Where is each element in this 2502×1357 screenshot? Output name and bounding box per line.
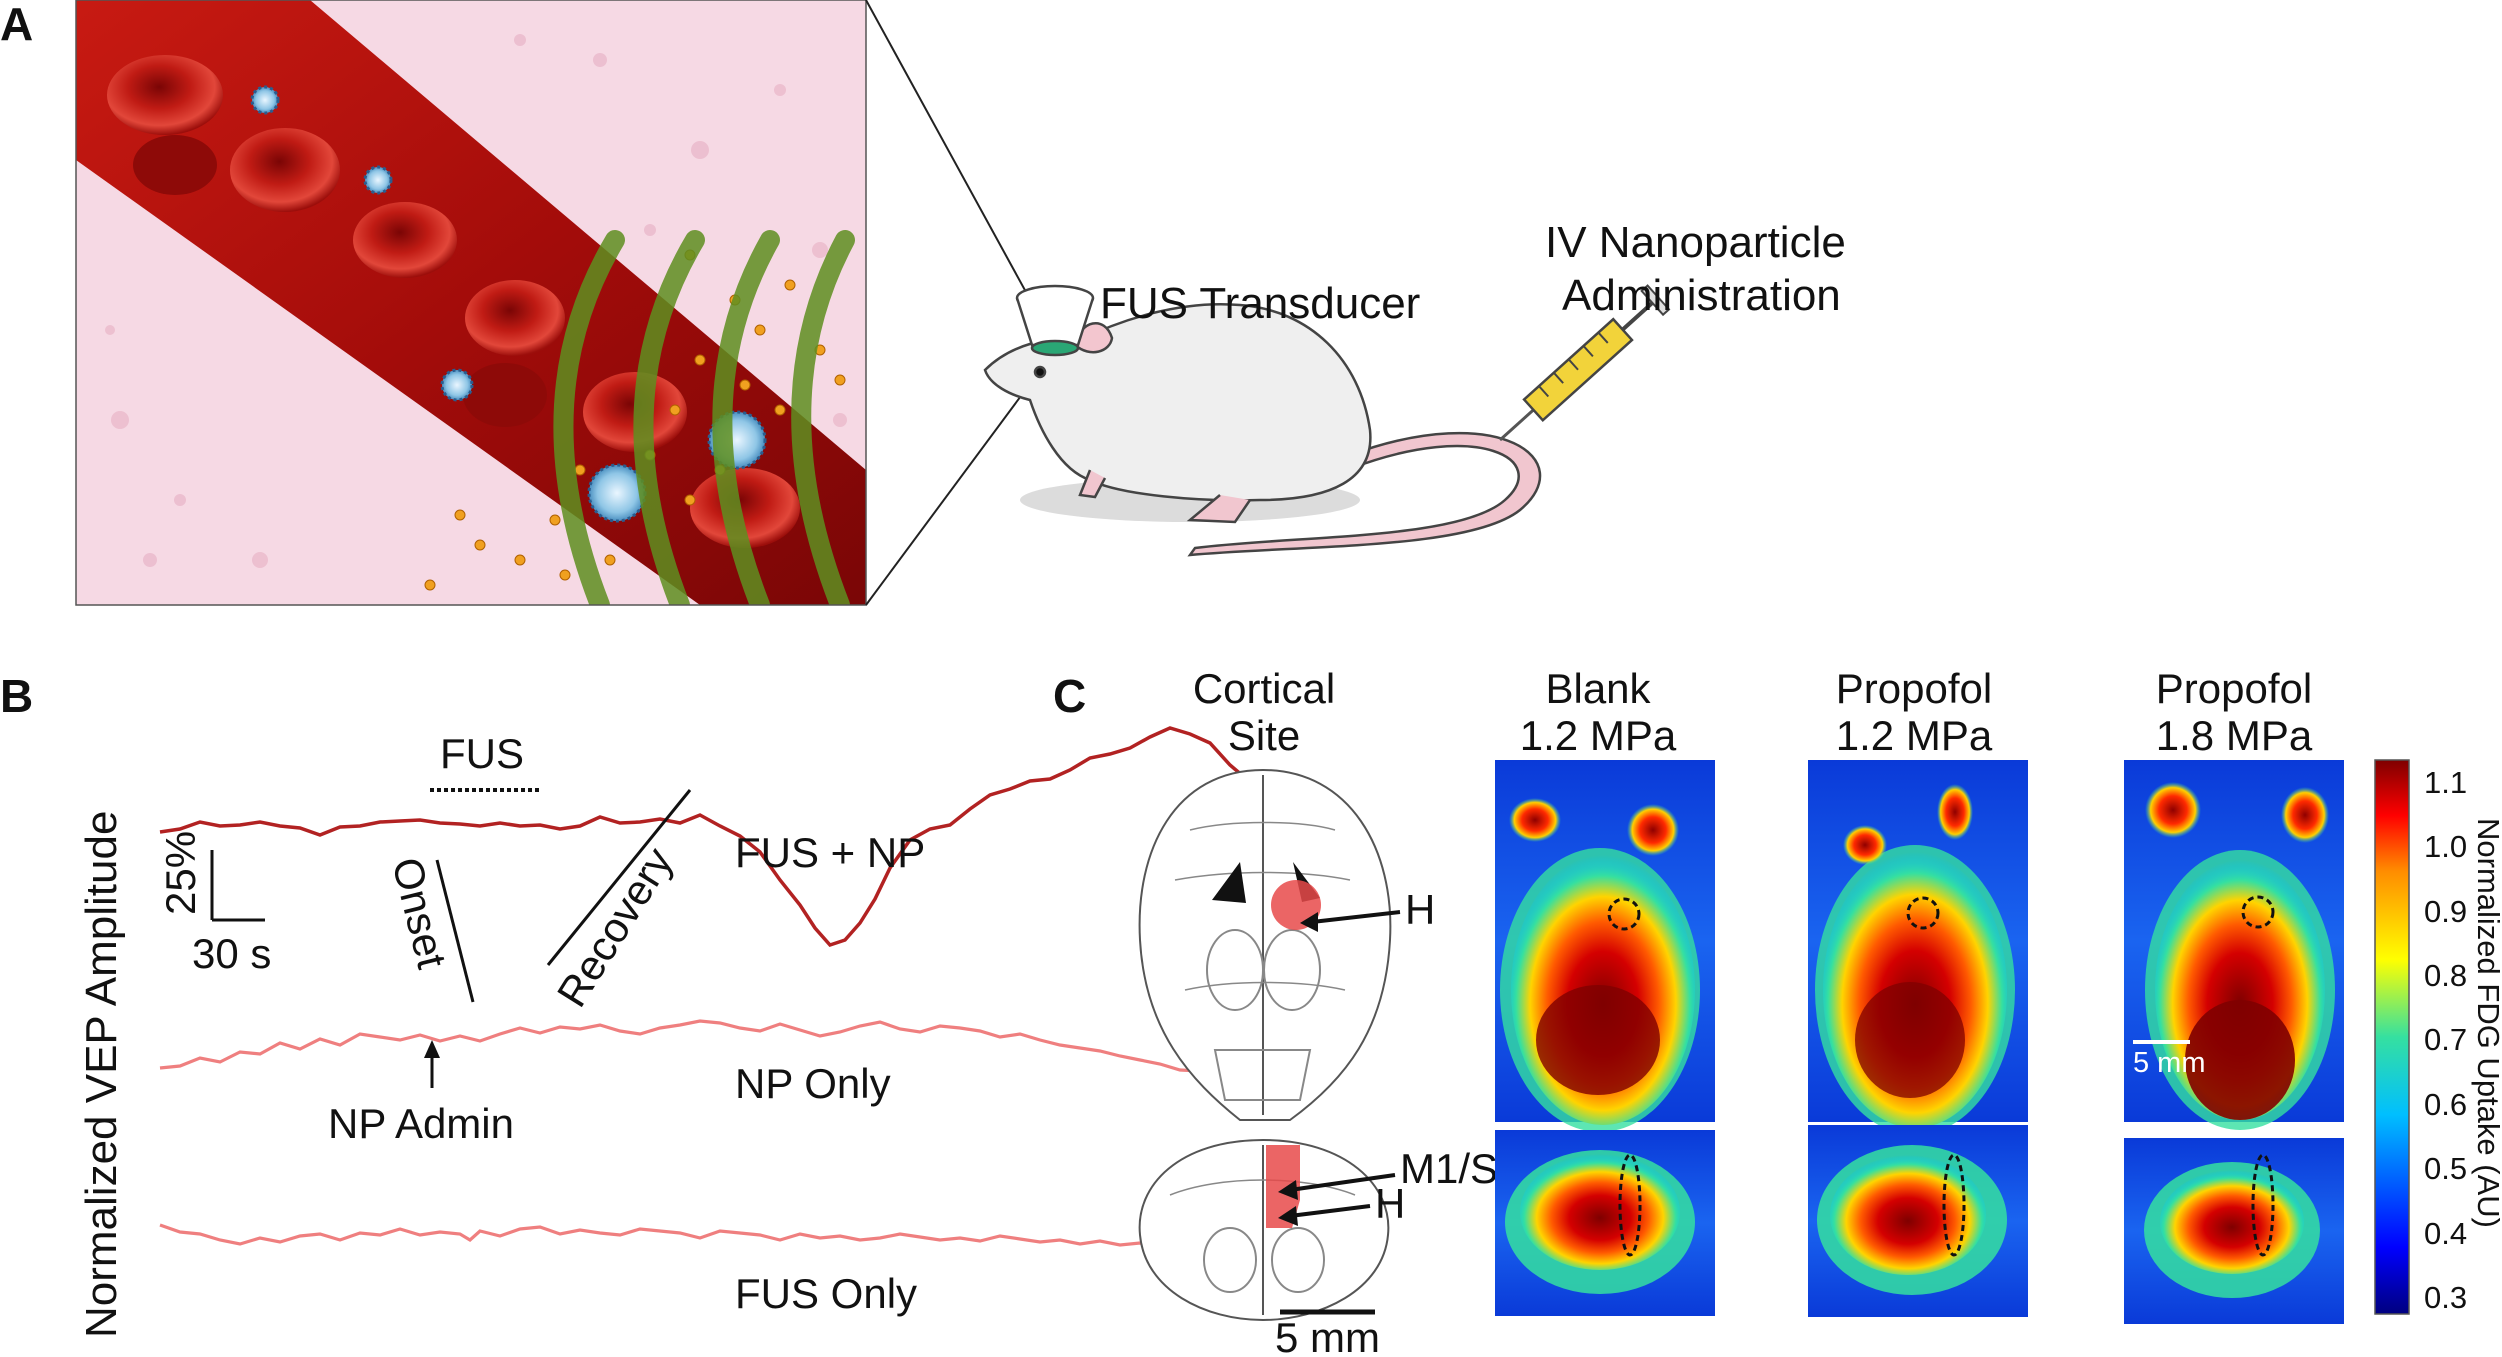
- trace-label-fus-np: FUS + NP: [735, 829, 925, 876]
- np-admin-label: NP Admin: [328, 1100, 514, 1147]
- rat-illustration: [983, 303, 1542, 557]
- panel-label-a: A: [0, 0, 33, 50]
- pet-horizontal-propofol-18: 5 mm: [2124, 760, 2344, 1130]
- trace-label-fus-only: FUS Only: [735, 1270, 917, 1317]
- column-title-1-line1: Blank: [1545, 665, 1651, 712]
- rat-front-paw: [1078, 469, 1107, 499]
- colorbar-tick-label: 0.5: [2424, 1151, 2467, 1186]
- column-title-1-line2: 1.2 MPa: [1520, 712, 1677, 759]
- atlas-arrow-h2: [1289, 1204, 1371, 1218]
- colorbar: [2374, 759, 2410, 1315]
- rat-tail: [1187, 431, 1542, 557]
- atlas-marker-h: H: [1405, 886, 1435, 933]
- atlas-target-m1s1: [1266, 1145, 1300, 1228]
- column-title-3-line2: 1.8 MPa: [2156, 712, 2313, 759]
- rat-eye: [1033, 365, 1047, 379]
- roi-circle: [1607, 897, 1641, 931]
- atlas-ventricle-left: [1212, 862, 1246, 903]
- scale-time-label: 30 s: [192, 930, 271, 977]
- colorbar-tick-label: 0.3: [2424, 1280, 2467, 1315]
- atlas-target-hippocampus: [1271, 880, 1321, 930]
- atlas-horizontal-section: [1138, 768, 1392, 1121]
- fus-bar-label: FUS: [440, 730, 524, 777]
- fus-transducer-icon: [1015, 284, 1095, 357]
- scale-amplitude-label: 25%: [157, 831, 204, 915]
- ultrasound-waves: [553, 230, 855, 605]
- colorbar-tick-label: 1.1: [2424, 765, 2467, 800]
- colorbar-tick-label: 0.9: [2424, 894, 2467, 929]
- iv-label-line2: Administration: [1562, 271, 1841, 320]
- atlas-marker-h2: H: [1375, 1180, 1405, 1227]
- atlas-title-line2: Site: [1228, 712, 1300, 759]
- recovery-label: Recovery: [548, 839, 682, 1014]
- atlas-arrowhead-m1s1: [1278, 1180, 1298, 1200]
- zoom-line-top: [865, 0, 1056, 346]
- colorbar-label: Normalized FDG Uptake (AU): [2471, 818, 2502, 1228]
- recovery-marker-line: [546, 789, 692, 966]
- pet-coronal-propofol-18: [2124, 1138, 2344, 1324]
- atlas-arrowhead-h2: [1278, 1206, 1298, 1226]
- red-blood-cells: [107, 55, 800, 548]
- atlas-arrow-h: [1311, 910, 1401, 924]
- colorbar-tick-label: 1.0: [2424, 829, 2467, 864]
- atlas-arrow-m1s1: [1289, 1173, 1396, 1192]
- onset-marker-line: [435, 859, 475, 1003]
- column-title-3-line1: Propofol: [2156, 665, 2312, 712]
- column-title-2-line2: 1.2 MPa: [1836, 712, 1993, 759]
- atlas-arrowhead-h: [1300, 912, 1318, 932]
- atlas-title-line1: Cortical: [1193, 665, 1335, 712]
- panel-a-frame: [75, 0, 867, 606]
- pet-horizontal-propofol-12: [1808, 760, 2028, 1135]
- pet-coronal-propofol-12: [1808, 1125, 2028, 1317]
- colorbar-tick-label: 0.8: [2424, 958, 2467, 993]
- trace-label-np-only: NP Only: [735, 1060, 891, 1107]
- trace-fus-only: [159, 1223, 1261, 1250]
- fus-transducer-label: FUS Transducer: [1100, 279, 1420, 328]
- rat-hind-paw: [1186, 494, 1252, 524]
- column-title-2-line1: Propofol: [1836, 665, 1992, 712]
- panel-label-c: C: [1053, 670, 1086, 722]
- vessel-illustration: [76, 0, 866, 605]
- np-admin-arrowhead: [424, 1040, 440, 1058]
- syringe-icon: [1498, 284, 1671, 442]
- colorbar-tick-label: 0.7: [2424, 1022, 2467, 1057]
- colorbar-tick-label: 0.6: [2424, 1087, 2467, 1122]
- colorbar-tick-label: 0.4: [2424, 1216, 2467, 1251]
- vep-y-axis-label: Normalized VEP Amplitude: [77, 811, 126, 1338]
- iv-label-line1: IV Nanoparticle: [1545, 218, 1846, 267]
- pet-scale-label: 5 mm: [2133, 1047, 2206, 1079]
- atlas-scale-label: 5 mm: [1275, 1314, 1380, 1357]
- panel-label-b: B: [0, 670, 33, 722]
- trace-np-only: [159, 1019, 1241, 1080]
- atlas-coronal-section: [1138, 1138, 1390, 1322]
- pet-horizontal-blank: [1495, 760, 1715, 1132]
- roi-circle: [2241, 895, 2275, 929]
- trace-fus-np: [159, 726, 1266, 948]
- pet-coronal-blank: [1495, 1130, 1715, 1316]
- roi-circle: [1906, 896, 1940, 930]
- colorbar-ticks: 1.1 1.0 0.9 0.8 0.7 0.6 0.5 0.4 0.3: [2424, 765, 2467, 1315]
- onset-label: Onset: [383, 853, 456, 973]
